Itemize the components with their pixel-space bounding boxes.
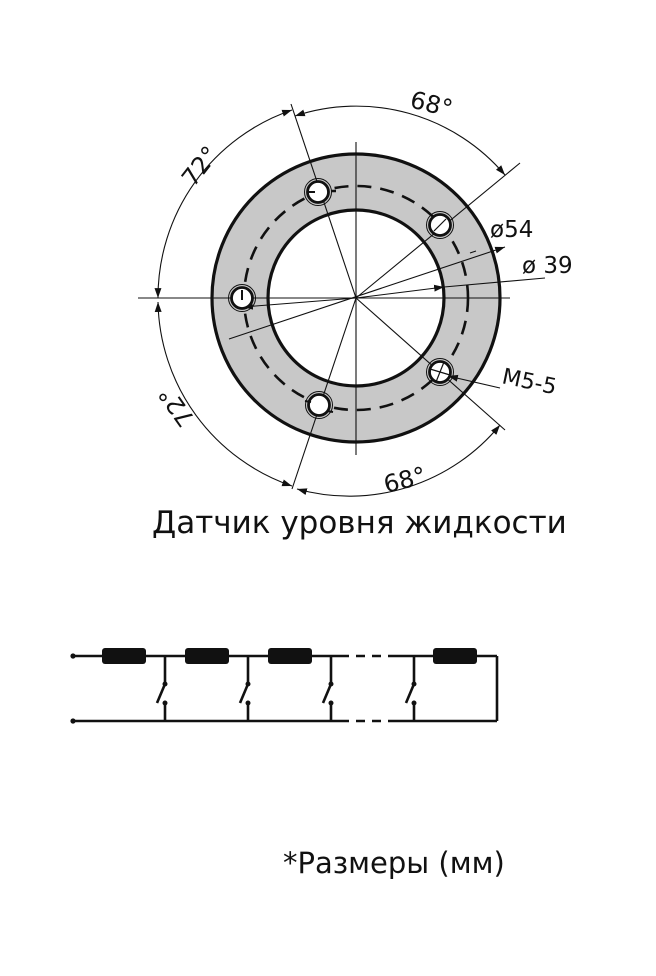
bolt-hole — [304, 391, 334, 419]
resistors — [102, 648, 477, 664]
switches — [155, 656, 416, 721]
reed-switch — [238, 656, 250, 721]
bolt-hole — [426, 211, 454, 239]
angle-dimensions — [154, 105, 506, 497]
reed-switch — [321, 656, 333, 721]
resistor — [185, 648, 229, 664]
reed-switch — [155, 656, 167, 721]
resistor — [102, 648, 146, 664]
drawing-title: Датчик уровня жидкости — [152, 505, 567, 541]
bolt-hole — [426, 358, 454, 386]
bolt-hole — [304, 178, 336, 206]
reed-switch — [404, 656, 416, 721]
resistor — [268, 648, 312, 664]
outer-diameter-label: ø54 — [490, 217, 533, 243]
dimensions-note: *Размеры (мм) — [283, 846, 505, 880]
resistor — [433, 648, 477, 664]
inner-diameter-label: ø 39 — [522, 253, 573, 279]
